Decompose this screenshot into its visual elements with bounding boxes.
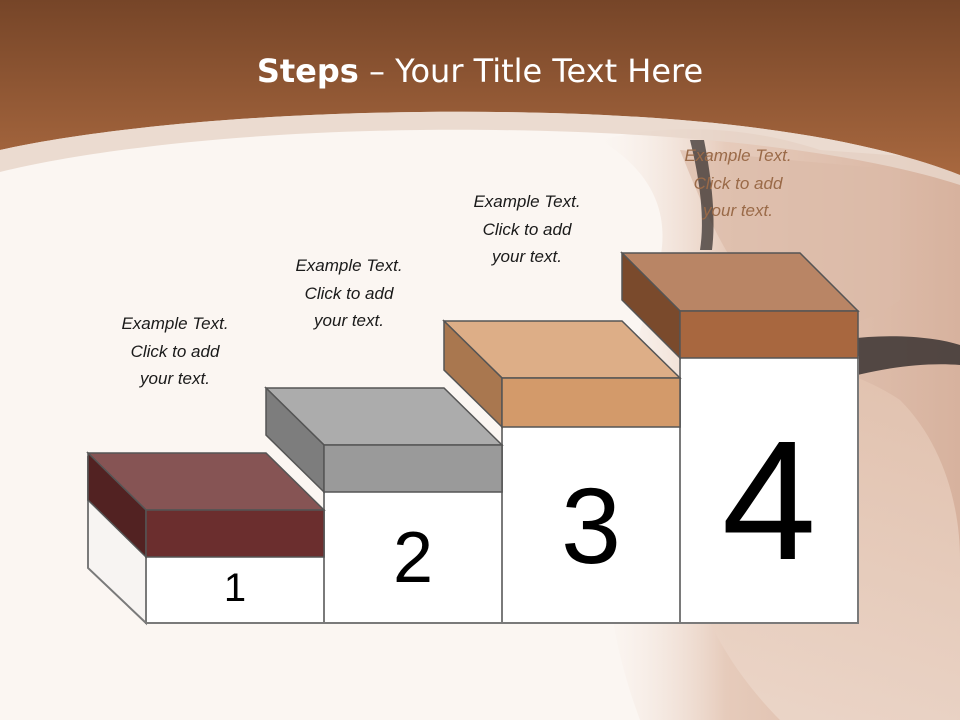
step-2-number[interactable]: 2 (392, 518, 434, 598)
caption-line: your text. (492, 247, 562, 266)
caption-line: your text. (140, 369, 210, 388)
header-band (0, 0, 960, 175)
title-bold: Steps (256, 52, 359, 90)
step-1-caption[interactable]: Example Text. Click to add your text. (85, 310, 265, 393)
step-2-caption[interactable]: Example Text. Click to add your text. (259, 252, 439, 335)
caption-line: Click to add (482, 219, 572, 239)
step-3-block (442, 319, 682, 429)
step-4-block (620, 251, 860, 360)
step-2-block (264, 386, 504, 494)
title-rest: – Your Title Text Here (358, 52, 704, 90)
step-3-number[interactable]: 3 (560, 465, 622, 586)
caption-line: your text. (314, 311, 384, 330)
caption-line: Example Text. (121, 314, 229, 333)
step-4-caption[interactable]: Example Text. Click to add your text. (648, 142, 828, 225)
caption-line: Click to add (693, 173, 783, 193)
caption-line: Click to add (130, 341, 220, 361)
photo-strap (690, 140, 714, 250)
slide-title[interactable]: Steps – Your Title Text Here (0, 52, 960, 90)
step-1-number[interactable]: 1 (223, 566, 247, 610)
caption-line: your text. (703, 201, 773, 220)
caption-line: Example Text. (295, 256, 403, 275)
photo-arm (680, 150, 900, 327)
caption-line: Click to add (304, 283, 394, 303)
header-swoosh (0, 111, 960, 185)
caption-line: Example Text. (684, 146, 792, 165)
caption-line: Example Text. (473, 192, 581, 211)
step-1-block (86, 451, 326, 559)
step-4-number[interactable]: 4 (721, 406, 817, 596)
step-3-caption[interactable]: Example Text. Click to add your text. (437, 188, 617, 271)
